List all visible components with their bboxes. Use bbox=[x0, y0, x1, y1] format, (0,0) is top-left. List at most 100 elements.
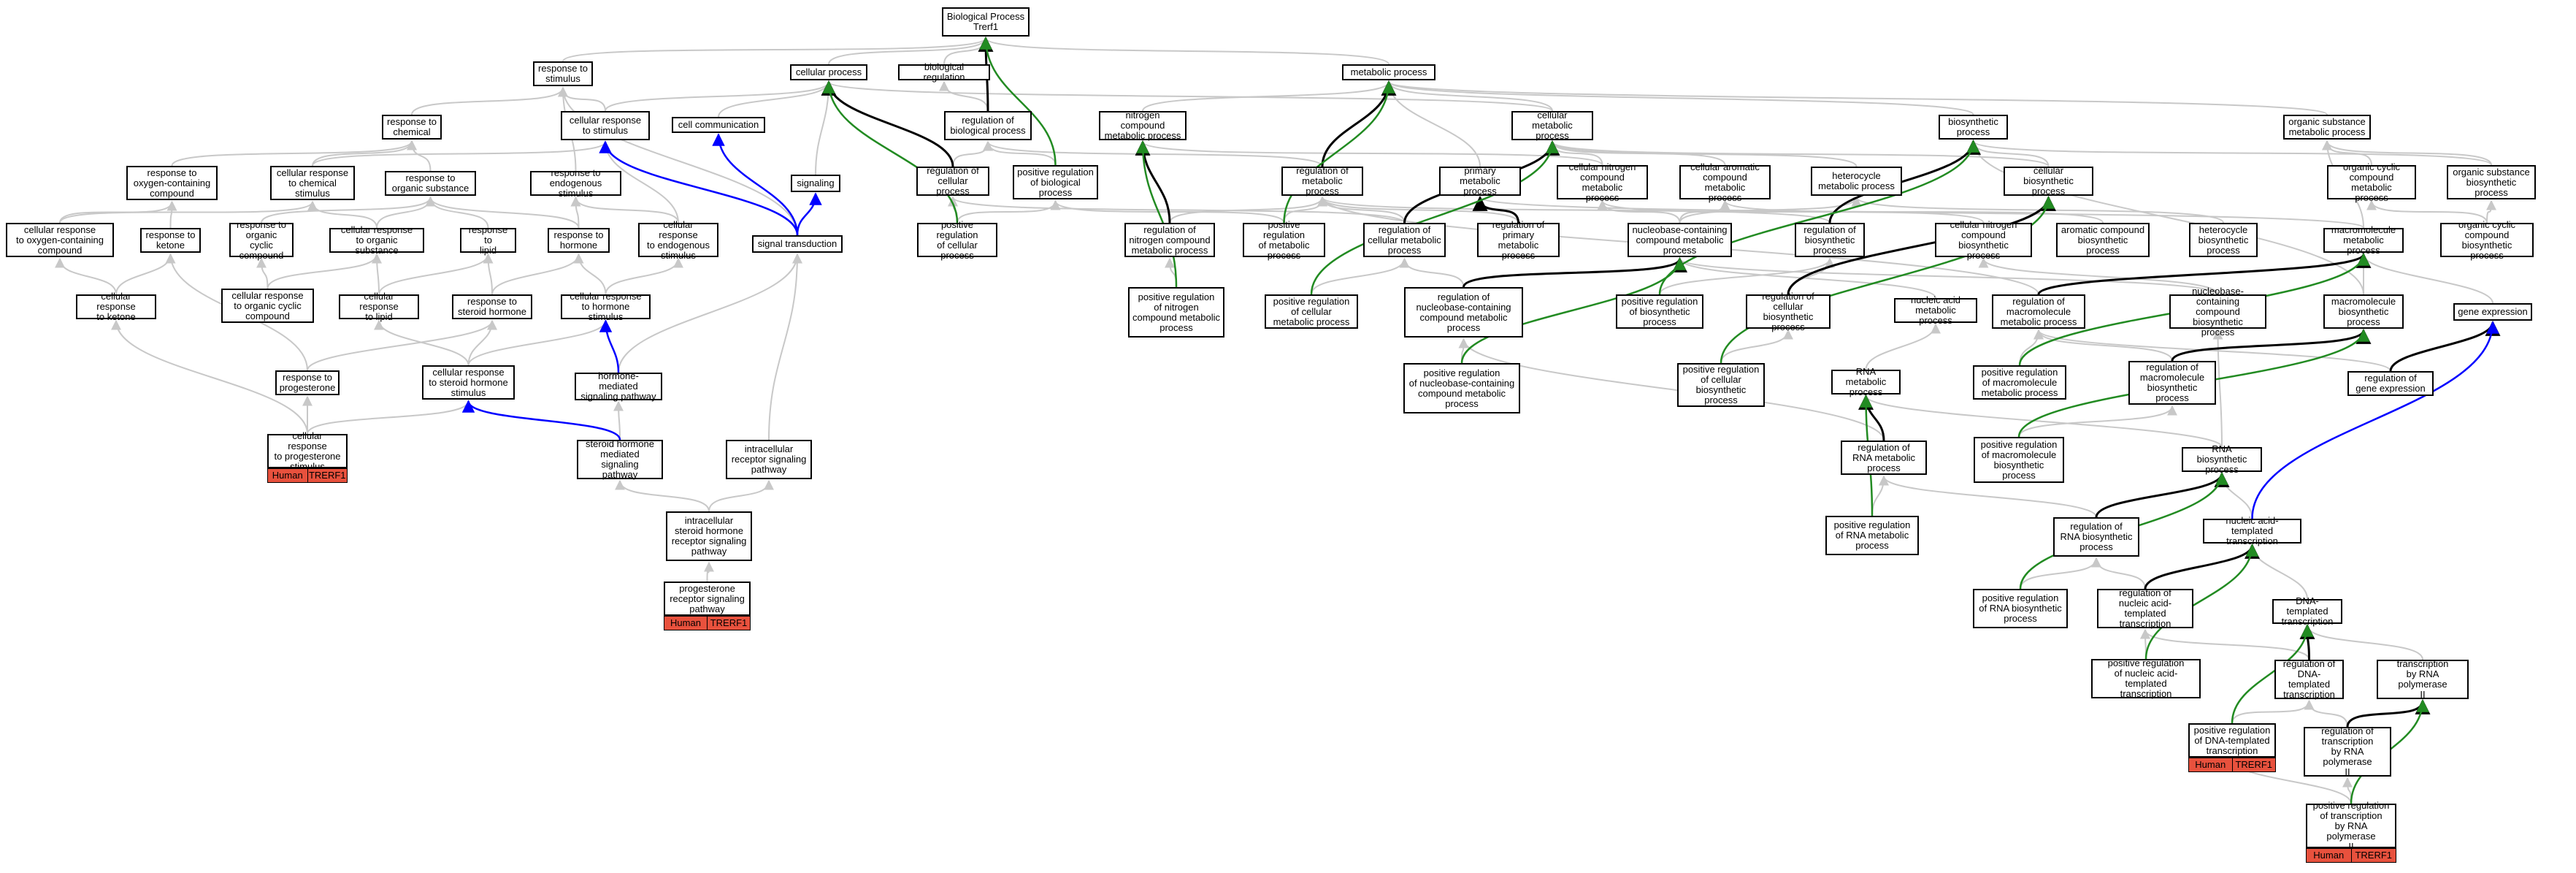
go-term-br[interactable]: biological regulation bbox=[898, 62, 990, 83]
go-term-mmp[interactable]: macromolecule metabolic process bbox=[2323, 225, 2404, 256]
go-term-prrnabsp[interactable]: positive regulation of RNA biosynthetic … bbox=[1973, 589, 2068, 628]
go-term-rmmp[interactable]: regulation of macromolecule metabolic pr… bbox=[1992, 294, 2085, 329]
go-term-root[interactable]: Biological Process Trerf1 bbox=[942, 7, 1030, 37]
go-term-bsp[interactable]: biosynthetic process bbox=[1939, 115, 2008, 140]
go-term-mbsp[interactable]: macromolecule biosynthetic process bbox=[2323, 294, 2404, 329]
go-term-nbcbsp[interactable]: nucleobase-containing compound biosynthe… bbox=[2169, 286, 2266, 337]
go-term-prbp[interactable]: positive regulation of biological proces… bbox=[1013, 165, 1098, 199]
go-term-crtk[interactable]: cellular response to ketone bbox=[76, 291, 156, 322]
go-term-rnatt[interactable]: regulation of nucleic acid-templated tra… bbox=[2097, 588, 2193, 629]
go-term-rcbsp[interactable]: regulation of cellular biosynthetic proc… bbox=[1746, 291, 1831, 332]
go-term-prmbsp[interactable]: positive regulation of macromolecule bio… bbox=[1974, 437, 2064, 483]
go-term-cp[interactable]: cellular process bbox=[790, 64, 867, 80]
go-term-prmmp[interactable]: positive regulation of macromolecule met… bbox=[1973, 365, 2066, 400]
go-term-crtl[interactable]: cellular response to lipid bbox=[339, 291, 419, 322]
go-term-crths[interactable]: cellular response to hormone stimulus bbox=[561, 291, 651, 322]
go-term-rth[interactable]: response to hormone bbox=[548, 228, 610, 253]
go-term-prcbsp[interactable]: positive regulation of cellular biosynth… bbox=[1677, 363, 1765, 407]
go-term-prmp[interactable]: positive regulation of metabolic process bbox=[1243, 219, 1325, 260]
go-term-rtc[interactable]: response to chemical bbox=[382, 115, 442, 140]
go-term-crtsh[interactable]: cellular response to steroid hormone sti… bbox=[422, 365, 515, 400]
go-term-cncmp[interactable]: cellular nitrogen compound metabolic pro… bbox=[1557, 161, 1648, 202]
go-term-sig[interactable]: signaling bbox=[791, 175, 840, 192]
go-term-rcp[interactable]: regulation of cellular process bbox=[916, 166, 989, 197]
go-term-ge[interactable]: gene expression bbox=[2453, 303, 2532, 321]
go-term-prbsp[interactable]: positive regulation of biosynthetic proc… bbox=[1616, 294, 1703, 329]
go-term-rts[interactable]: response to stimulus bbox=[533, 61, 593, 86]
go-term-cncbsp[interactable]: cellular nitrogen compound biosynthetic … bbox=[1935, 219, 2032, 260]
go-term-rtos[interactable]: response to organic substance bbox=[385, 171, 476, 196]
go-term-crtos[interactable]: cellular response to organic substance bbox=[329, 225, 424, 256]
go-term-irsp[interactable]: intracellular receptor signaling pathway bbox=[726, 440, 812, 479]
go-term-hbsp[interactable]: heterocycle biosynthetic process bbox=[2189, 223, 2258, 257]
go-term-rtocc2[interactable]: response to organic cyclic compound bbox=[229, 219, 294, 260]
go-term-cbsp[interactable]: cellular biosynthetic process bbox=[2004, 166, 2093, 197]
go-term-prdtt[interactable]: positive regulation of DNA-templated tra… bbox=[2188, 723, 2276, 758]
edge-gray-prcmp-to-rcmp bbox=[1311, 257, 1410, 295]
go-term-rcmp[interactable]: regulation of cellular metabolic process bbox=[1363, 223, 1446, 257]
go-term-rnbcmp[interactable]: regulation of nucleobase-containing comp… bbox=[1404, 287, 1523, 338]
go-term-shmsp[interactable]: steroid hormone mediated signaling pathw… bbox=[577, 439, 663, 480]
go-term-rrnamp[interactable]: regulation of RNA metabolic process bbox=[1841, 441, 1927, 475]
go-term-rrnabsp[interactable]: regulation of RNA biosynthetic process bbox=[2053, 517, 2139, 557]
go-term-natt[interactable]: nucleic acid-templated transcription bbox=[2203, 516, 2301, 546]
go-term-rtes[interactable]: response to endogenous stimulus bbox=[530, 168, 621, 199]
go-term-hmsp[interactable]: hormone-mediated signaling pathway bbox=[575, 371, 662, 402]
go-term-rmbsp[interactable]: regulation of macromolecule biosynthetic… bbox=[2128, 361, 2216, 405]
go-term-osbsp[interactable]: organic substance biosynthetic process bbox=[2447, 165, 2536, 199]
go-term-pmp[interactable]: primary metabolic process bbox=[1439, 166, 1521, 197]
go-term-prcp[interactable]: positive regulation of cellular process bbox=[917, 219, 997, 260]
edge-gray-prbsp-to-rbsp bbox=[1659, 257, 1835, 295]
edge-blue-st-to-crts bbox=[599, 140, 799, 236]
go-term-cc[interactable]: cell communication bbox=[672, 117, 765, 133]
go-term-rbsp[interactable]: regulation of biosynthetic process bbox=[1795, 223, 1865, 257]
go-term-crtp[interactable]: cellular response to progesterone stimul… bbox=[267, 430, 348, 471]
go-term-rtl[interactable]: response to lipid bbox=[460, 225, 516, 256]
go-term-tbrp2[interactable]: transcription by RNA polymerase II bbox=[2377, 659, 2469, 700]
go-term-ishrsp[interactable]: intracellular steroid hormone receptor s… bbox=[666, 511, 752, 561]
go-term-prsp[interactable]: progesterone receptor signaling pathway bbox=[664, 582, 751, 616]
edge-gray-tbrp2-to-dtt bbox=[2302, 624, 2423, 660]
go-term-rmp[interactable]: regulation of metabolic process bbox=[1281, 166, 1363, 197]
go-term-crtocc[interactable]: cellular response to oxygen-containing c… bbox=[6, 223, 114, 257]
go-term-mp[interactable]: metabolic process bbox=[1342, 64, 1435, 80]
go-term-cmp[interactable]: cellular metabolic process bbox=[1511, 110, 1593, 141]
edge-gray-mp-to-root bbox=[981, 37, 1389, 65]
go-term-ncmp[interactable]: nitrogen compound metabolic process bbox=[1099, 110, 1187, 141]
go-term-prcmp[interactable]: positive regulation of cellular metaboli… bbox=[1265, 294, 1358, 329]
go-term-prncmp[interactable]: positive regulation of nitrogen compound… bbox=[1128, 287, 1224, 338]
go-term-crts[interactable]: cellular response to stimulus bbox=[561, 111, 650, 140]
go-term-rge[interactable]: regulation of gene expression bbox=[2347, 371, 2434, 396]
go-term-crtocc2[interactable]: cellular response to organic cyclic comp… bbox=[221, 289, 314, 323]
go-term-rtsh[interactable]: response to steroid hormone bbox=[452, 294, 532, 319]
go-term-rpmp[interactable]: regulation of primary metabolic process bbox=[1477, 219, 1560, 260]
go-term-dtt[interactable]: DNA-templated transcription bbox=[2272, 596, 2342, 627]
go-term-rnabsp[interactable]: RNA biosynthetic process bbox=[2182, 444, 2262, 475]
species-label: Human bbox=[268, 469, 308, 482]
go-term-namp[interactable]: nucleic acid metabolic process bbox=[1894, 295, 1977, 326]
go-term-occmp[interactable]: organic cyclic compound metabolic proces… bbox=[2327, 161, 2416, 202]
go-term-prrnamp[interactable]: positive regulation of RNA metabolic pro… bbox=[1825, 516, 1919, 555]
go-term-st[interactable]: signal transduction bbox=[752, 235, 843, 253]
go-term-rtk[interactable]: response to ketone bbox=[140, 228, 201, 253]
edge-gray-prdtt-to-rdtt bbox=[2231, 699, 2315, 724]
go-term-prnatt[interactable]: positive regulation of nucleic acid-temp… bbox=[2091, 658, 2201, 699]
go-term-prtbrp2[interactable]: positive regulation of transcription by … bbox=[2306, 800, 2396, 851]
go-term-crtes[interactable]: cellular response to endogenous stimulus bbox=[638, 219, 718, 260]
go-term-rtocc[interactable]: response to oxygen-containing compound bbox=[126, 166, 218, 200]
go-term-occbsp[interactable]: organic cyclic compound biosynthetic pro… bbox=[2440, 219, 2534, 260]
edge-gray-crts-to-cp bbox=[605, 80, 834, 112]
go-term-nbcmp[interactable]: nucleobase-containing compound metabolic… bbox=[1628, 223, 1732, 257]
go-term-crtcs[interactable]: cellular response to chemical stimulus bbox=[270, 166, 355, 200]
go-term-rdtt[interactable]: regulation of DNA-templated transcriptio… bbox=[2274, 659, 2344, 700]
go-term-hmp[interactable]: heterocycle metabolic process bbox=[1811, 167, 1902, 196]
go-term-rbp[interactable]: regulation of biological process bbox=[944, 111, 1032, 140]
go-term-rtp[interactable]: response to progesterone bbox=[275, 370, 340, 395]
go-term-osmp[interactable]: organic substance metabolic process bbox=[2283, 115, 2371, 140]
go-term-acbsp[interactable]: aromatic compound biosynthetic process bbox=[2056, 223, 2150, 257]
go-term-prnbcmp[interactable]: positive regulation of nucleobase-contai… bbox=[1403, 363, 1520, 413]
go-term-rncmp[interactable]: regulation of nitrogen compound metaboli… bbox=[1124, 223, 1215, 257]
go-term-rtbrp2[interactable]: regulation of transcription by RNA polym… bbox=[2304, 726, 2391, 777]
go-term-rnamp[interactable]: RNA metabolic process bbox=[1831, 367, 1901, 397]
go-term-cacmp[interactable]: cellular aromatic compound metabolic pro… bbox=[1679, 161, 1771, 202]
